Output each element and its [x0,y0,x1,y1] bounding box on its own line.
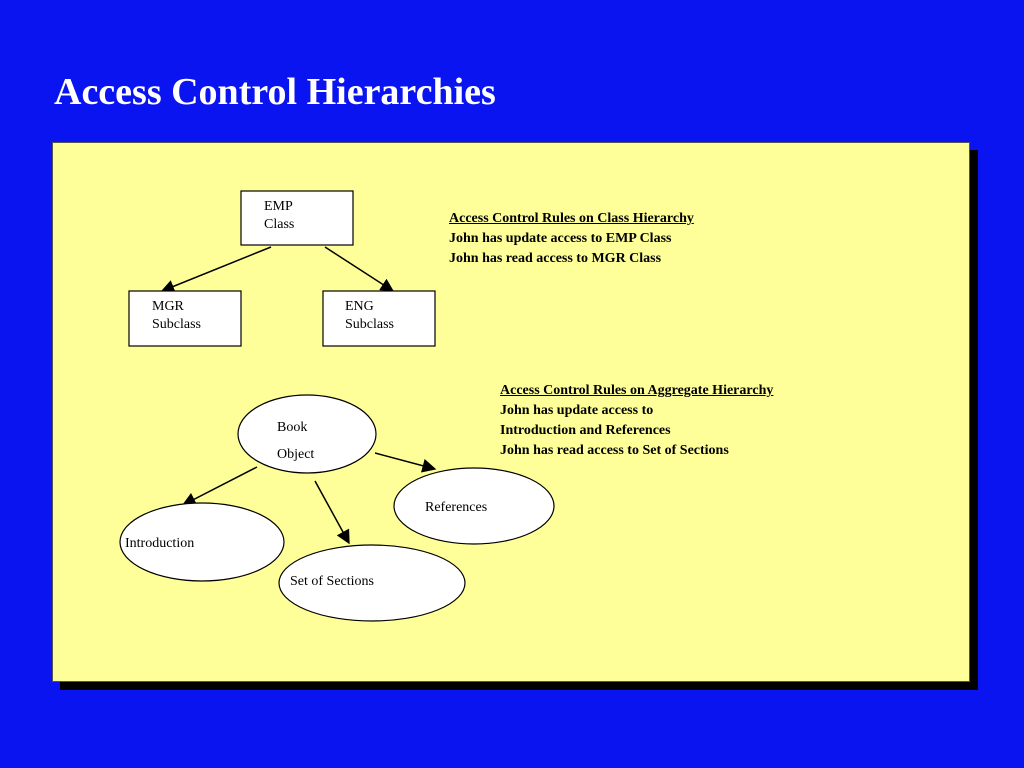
aggregate-rule-3: John has read access to Set of Sections [500,443,729,458]
mgr-subclass-label-2: Subclass [152,317,201,332]
class-rules-heading: Access Control Rules on Class Hierarchy [449,211,694,226]
emp-class-label-2: Class [264,217,294,232]
eng-subclass-label-1: ENG [345,299,374,314]
book-object-node: Book Object [237,394,377,474]
aggregate-rules-heading: Access Control Rules on Aggregate Hierar… [500,383,774,398]
hierarchy-diagram: EMP Class MGR Subclass ENG Subclass Book… [119,190,555,622]
edge-emp-eng [324,246,395,292]
book-object-label-1: Book [277,420,307,435]
aggregate-rules-block: Access Control Rules on Aggregate Hierar… [500,381,773,461]
set-of-sections-label: Set of Sections [290,574,374,589]
set-of-sections-node: Set of Sections [278,544,466,622]
eng-subclass-label-2: Subclass [345,317,394,332]
class-rule-2: John has read access to MGR Class [449,251,662,266]
eng-subclass-box: ENG Subclass [322,290,436,347]
introduction-label: Introduction [125,536,194,551]
emp-class-label-1: EMP [264,199,293,214]
aggregate-rule-1: John has update access to [500,403,654,418]
emp-class-box: EMP Class [240,190,354,246]
mgr-subclass-label-1: MGR [152,299,185,314]
mgr-subclass-box: MGR Subclass [128,290,242,347]
edge-book-introduction [181,466,258,506]
aggregate-rule-2: Introduction and References [500,423,671,438]
content-panel: EMP Class MGR Subclass ENG Subclass Book… [52,142,970,682]
class-rules-block: Access Control Rules on Class Hierarchy … [449,209,694,269]
slide-title: Access Control Hierarchies [54,71,496,113]
references-label: References [425,500,487,515]
class-rule-1: John has update access to EMP Class [449,231,672,246]
book-object-label-2: Object [277,447,314,462]
references-node: References [393,467,555,545]
introduction-node: Introduction [119,502,285,582]
edge-emp-mgr [160,246,272,293]
edge-book-sections [314,480,350,545]
edge-book-references [374,452,437,473]
